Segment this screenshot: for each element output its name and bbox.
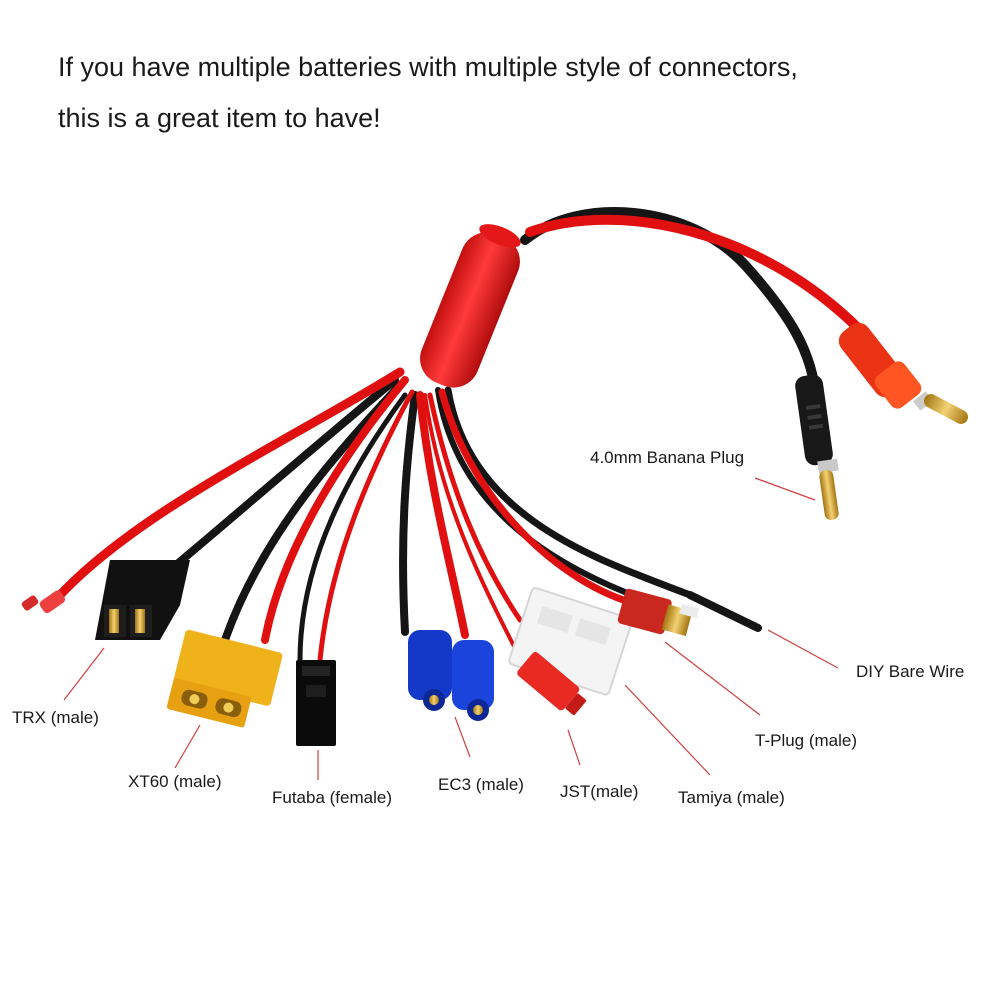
wire-red-futaba — [317, 389, 415, 663]
jst-connector — [517, 652, 586, 716]
label-trx: TRX (male) — [12, 708, 99, 727]
wire-red-jst — [423, 393, 522, 660]
headline-line-1: If you have multiple batteries with mult… — [58, 52, 798, 82]
wire-black-futaba — [297, 392, 408, 663]
wire-red-xt60 — [261, 376, 409, 644]
banana-plug-black — [795, 374, 839, 520]
label-diy-bare-wire: DIY Bare Wire — [856, 662, 965, 681]
label-ec3: EC3 (male) — [438, 775, 524, 794]
label-jst: JST(male) — [560, 782, 639, 801]
trx-connector — [21, 560, 190, 640]
label-t-plug: T-Plug (male) — [755, 731, 858, 750]
label-banana-plug: 4.0mm Banana Plug — [590, 448, 745, 467]
banana-plug-red — [838, 322, 969, 424]
headline-line-2: this is a great item to have! — [58, 103, 381, 133]
red-sleeve — [420, 224, 521, 388]
black-main-wire — [520, 207, 820, 395]
tplug-connector — [617, 588, 700, 636]
label-xt60: XT60 (male) — [128, 772, 222, 791]
futaba-connector — [296, 660, 336, 746]
wire-red-tplug — [438, 388, 644, 609]
label-tamiya: Tamiya (male) — [678, 788, 785, 807]
wire-black-trx — [166, 376, 399, 574]
wire-red-trx — [55, 367, 405, 600]
wire-black-diy — [444, 386, 694, 599]
wire-red-ec3 — [416, 391, 469, 639]
red-main-wire — [525, 214, 865, 335]
ec3-connector — [408, 630, 494, 721]
diy-bare-wire-end — [686, 591, 762, 632]
label-futaba: Futaba (female) — [272, 788, 392, 807]
leader-lines — [63, 477, 839, 780]
xt60-connector — [166, 629, 283, 728]
wire-red-tamiya — [427, 392, 523, 623]
wire-black-ec3 — [399, 391, 419, 636]
